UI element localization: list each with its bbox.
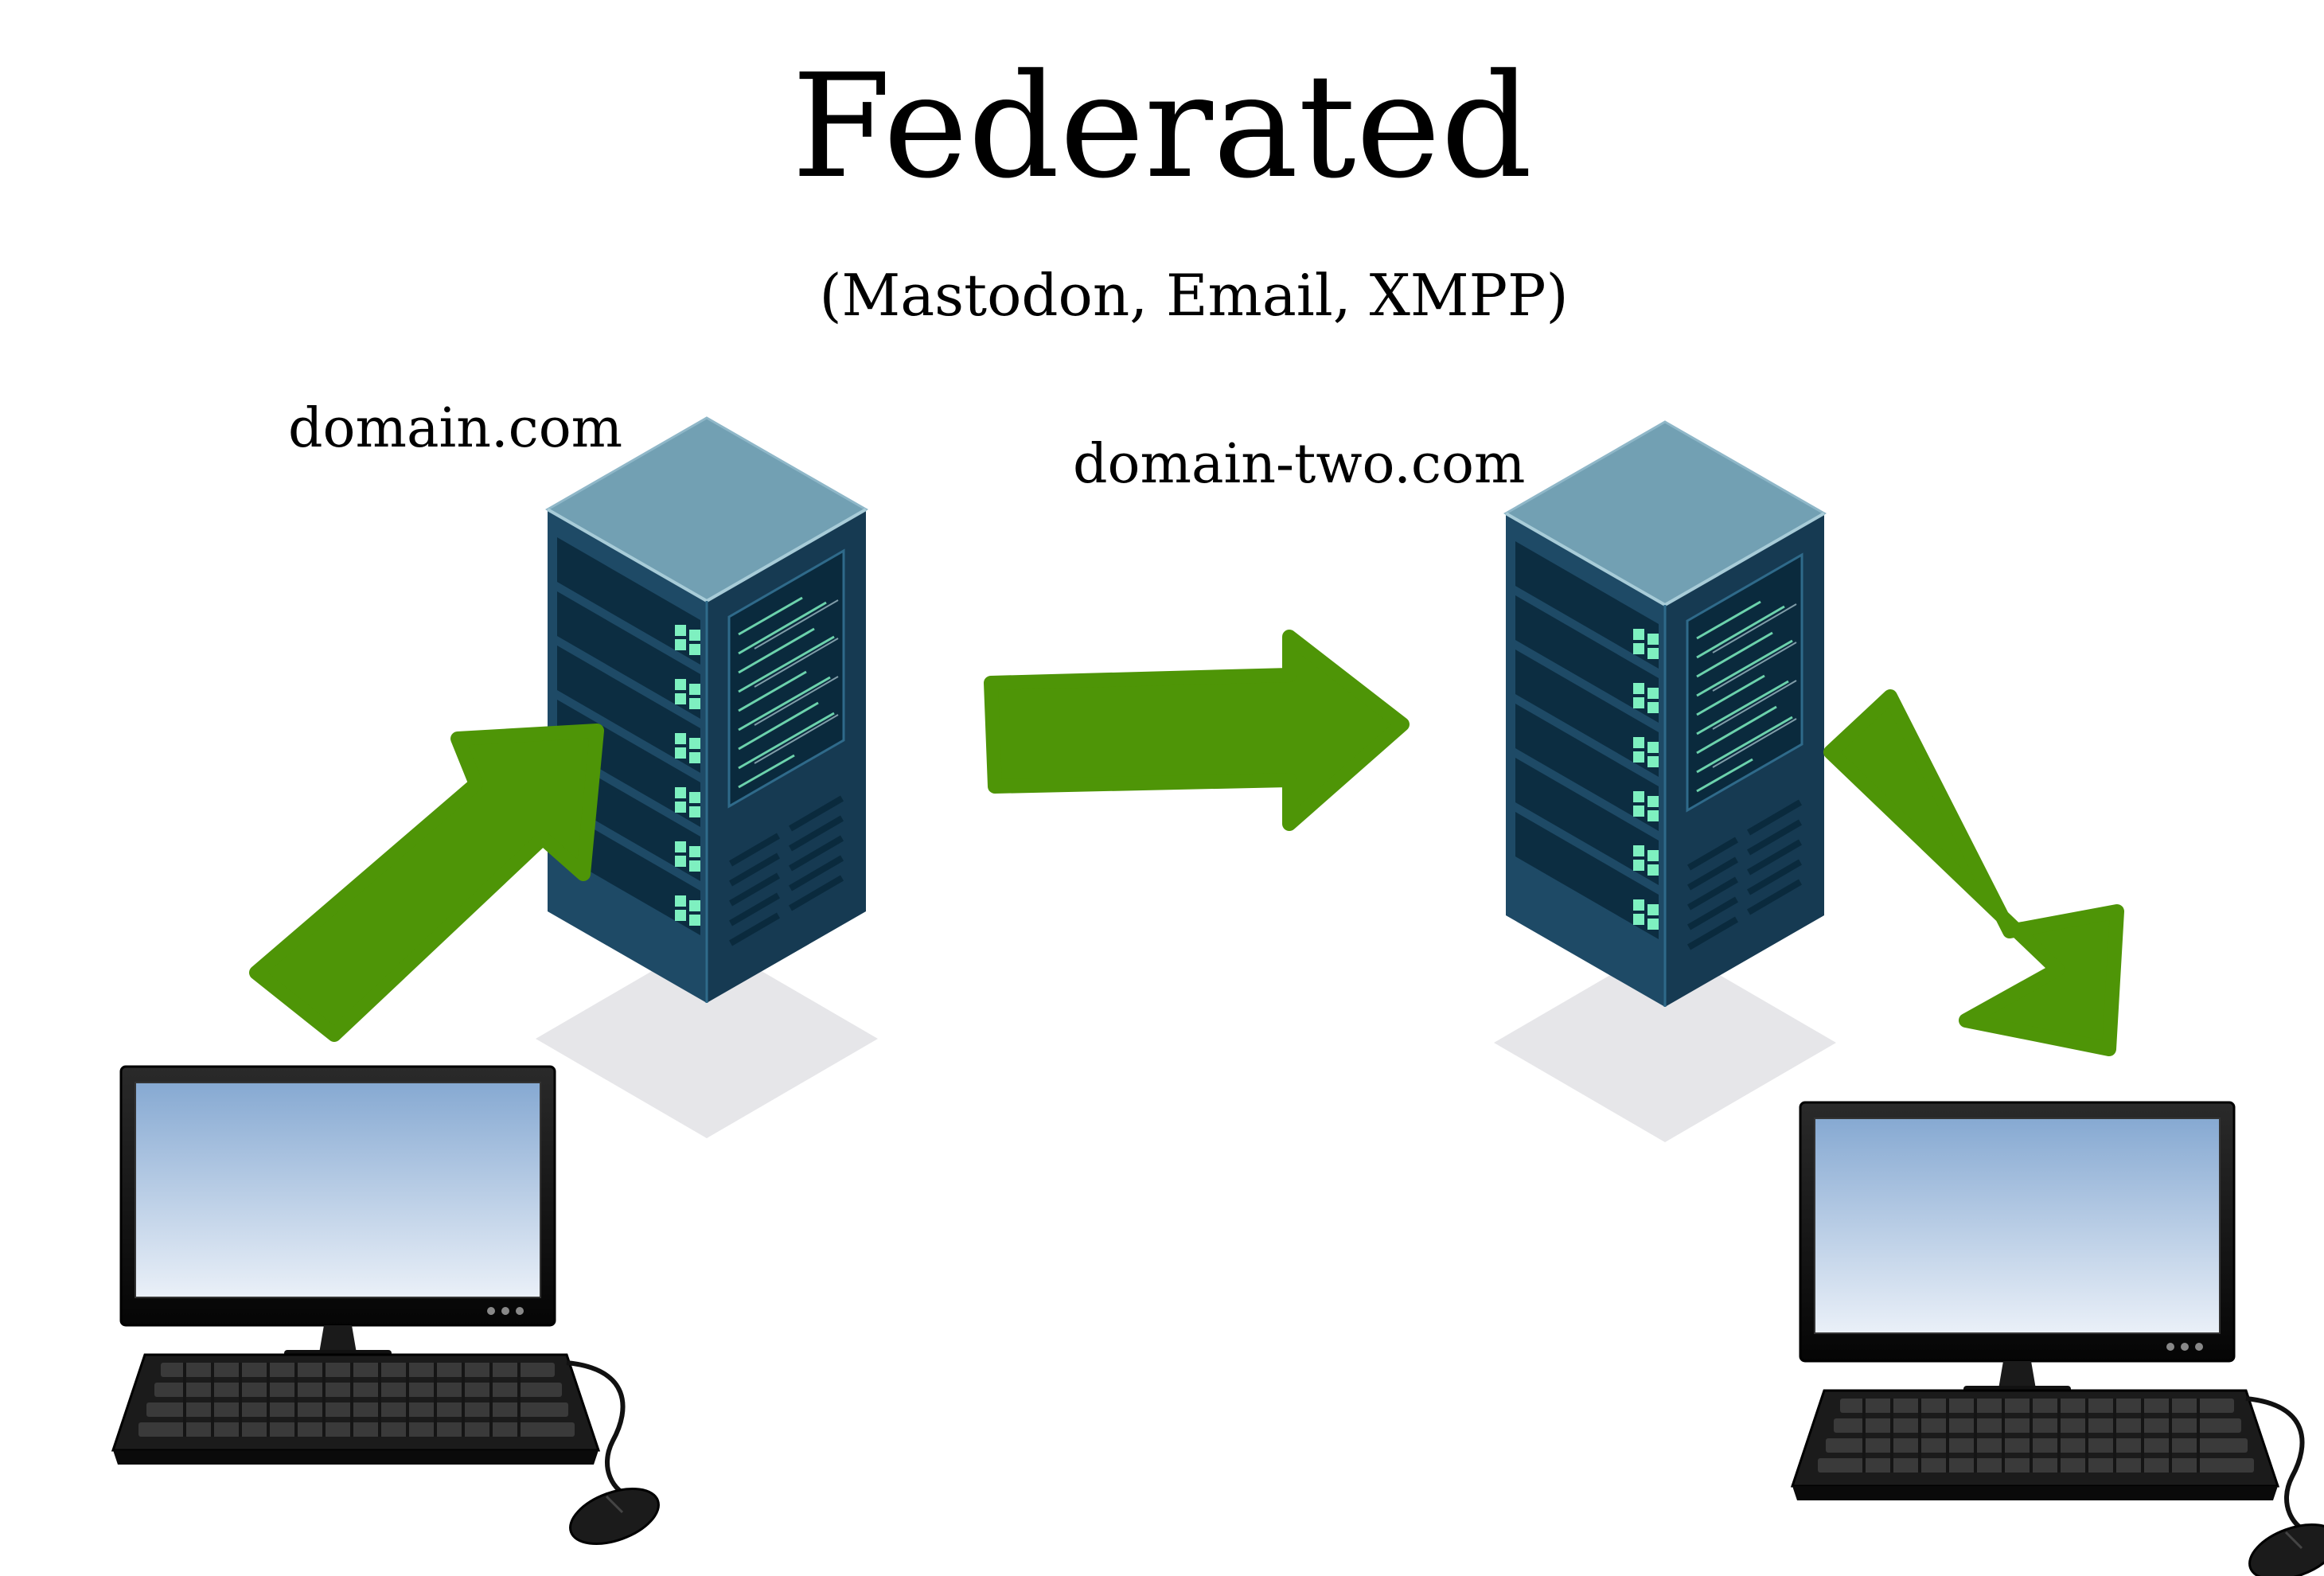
server-two-icon [1494,422,1836,1142]
arrow-computer-to-server-one [249,724,604,1042]
server-one-label: domain.com [288,397,623,460]
computer-left-icon [113,1067,666,1555]
diagram-title: Federated [791,44,1533,210]
arrow-server-two-to-computer [1823,689,2124,1056]
computer-right-icon [1792,1102,2324,1576]
diagram-subtitle: (Mastodon, Email, XMPP) [819,262,1569,329]
server-two-label: domain-two.com [1073,433,1526,496]
arrow-server-one-to-server-two [984,630,1410,831]
